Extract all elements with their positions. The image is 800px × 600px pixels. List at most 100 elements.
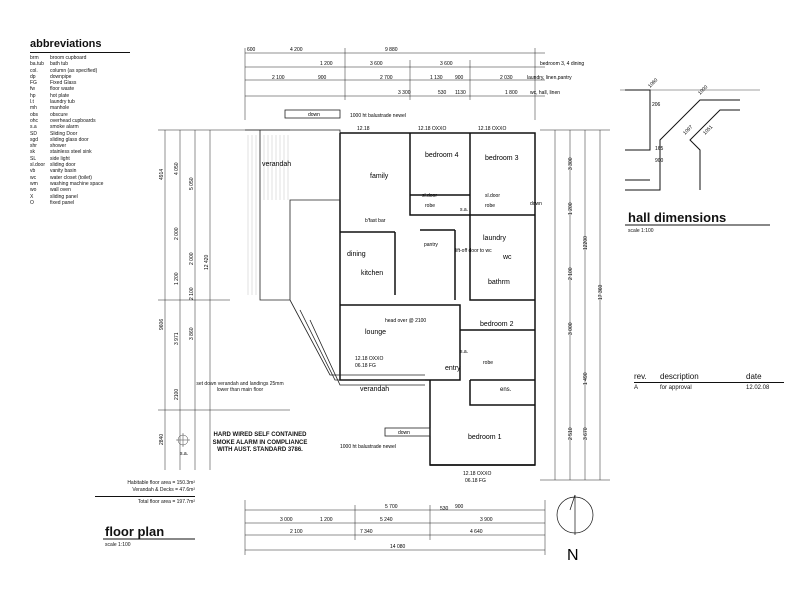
dim-bottom-i: 530 bbox=[440, 506, 449, 512]
abbreviation-key: l.t bbox=[30, 99, 34, 106]
abbreviation-row: SL side light bbox=[30, 156, 130, 162]
abbreviation-key: O bbox=[30, 199, 34, 206]
smoke-alarm-entry: s.a. bbox=[460, 349, 468, 355]
window-bedroom3: 12.18 OXXO bbox=[478, 126, 506, 132]
hall-dimensions-scale: scale 1:100 bbox=[628, 228, 654, 234]
abbreviation-key: sl.door bbox=[30, 162, 46, 169]
dim-top-f: 2 100 bbox=[272, 75, 285, 81]
robe-bedroom4: robe bbox=[425, 203, 435, 209]
description-col-header: description bbox=[660, 372, 699, 381]
abbreviation-meaning: bath tub bbox=[50, 61, 69, 68]
abbreviation-key: col. bbox=[30, 67, 38, 74]
dim-top-i: 1 130 bbox=[430, 75, 443, 81]
dim-right-a: 3 300 bbox=[568, 157, 574, 170]
hall-dim-3: 206 bbox=[652, 102, 661, 108]
abbreviation-key: wc bbox=[30, 174, 37, 181]
revision-header: rev. description date bbox=[634, 372, 784, 383]
dim-left-j: 3 971 bbox=[174, 332, 180, 345]
set-down-note: set down verandah and landings 25mm lowe… bbox=[196, 381, 284, 393]
dim-top-d: 3 600 bbox=[440, 61, 453, 67]
dim-right-f: 3 670 bbox=[583, 427, 589, 440]
room-verandah-front: verandah bbox=[360, 386, 389, 393]
dim-bottom-e: 3 900 bbox=[480, 517, 493, 523]
abbreviation-meaning: column (as specified) bbox=[50, 67, 98, 74]
abbreviation-meaning: overhead cupboards bbox=[50, 117, 96, 124]
abbreviation-key: s.a bbox=[30, 124, 37, 131]
abbreviation-key: mh bbox=[30, 105, 37, 112]
dim-top-b: 1 200 bbox=[320, 61, 333, 67]
dim-right-i: 17 360 bbox=[598, 284, 604, 300]
dim-top-600: 600 bbox=[247, 47, 256, 53]
dim-top-p: 1 800 bbox=[505, 90, 518, 96]
dim-top-q: wc, hall, linen bbox=[530, 90, 560, 96]
abbreviation-row: col. column (as specified) bbox=[30, 68, 130, 74]
dim-bottom-c: 1 200 bbox=[320, 517, 333, 523]
abbreviation-meaning: laundry tub bbox=[50, 99, 75, 106]
floor-plan-scale: scale 1:100 bbox=[105, 542, 131, 548]
abbreviation-key: SL bbox=[30, 155, 37, 162]
abbreviation-meaning: Sliding Door bbox=[50, 130, 78, 137]
dim-bottom-b: 3 000 bbox=[280, 517, 293, 523]
room-dining: dining bbox=[347, 251, 366, 258]
room-laundry: laundry bbox=[483, 235, 506, 242]
abbreviation-meaning: side light bbox=[50, 155, 70, 162]
dim-top-m: 3 300 bbox=[398, 90, 411, 96]
abbreviation-key: wo bbox=[30, 187, 37, 194]
dim-left-b: 4 050 bbox=[174, 162, 180, 175]
dim-right-j: 12200 bbox=[583, 236, 589, 250]
dim-top-l: laundry, linen,pantry bbox=[527, 75, 572, 81]
deck-boards bbox=[247, 135, 289, 295]
robe-bedroom3: robe bbox=[485, 203, 495, 209]
abbreviation-key: shr bbox=[30, 143, 37, 150]
window-bedroom4: 12.18 OXXO bbox=[418, 126, 446, 132]
revision-row: A for approval 12.02.08 bbox=[634, 383, 784, 391]
abbreviation-key: dp bbox=[30, 73, 36, 80]
hall-dim-4: 1097 bbox=[682, 124, 694, 136]
window-family: 12.18 bbox=[357, 126, 370, 132]
verandah-decks bbox=[245, 109, 431, 437]
dim-right-e: 1 490 bbox=[583, 372, 589, 385]
abbreviation-meaning: Fixed Glass bbox=[50, 80, 77, 87]
abbreviation-key: obs bbox=[30, 111, 39, 118]
floor-areas: Habitable floor area = 150.3m² Verandah … bbox=[95, 480, 195, 506]
dim-left-d: 2 000 bbox=[174, 227, 180, 240]
room-bedroom-4: bedroom 4 bbox=[425, 152, 459, 159]
dim-left-c: 5 050 bbox=[189, 177, 195, 190]
dim-right-b: 1 200 bbox=[568, 202, 574, 215]
balustrade-bottom-label: 1000 ht balustrade newel bbox=[340, 444, 396, 450]
dim-top-e: bedroom 3, 4 dining bbox=[540, 61, 584, 67]
head-over-label: head over @ 2100 bbox=[385, 318, 426, 324]
dim-right-d: 3 000 bbox=[568, 322, 574, 335]
floor-plan-title: floor plan bbox=[105, 524, 165, 539]
dim-top-o: 1130 bbox=[455, 90, 466, 96]
hall-dim-6: 1000 bbox=[697, 84, 709, 96]
dim-left-k: 3 860 bbox=[189, 327, 195, 340]
dim-bottom-h: 4 640 bbox=[470, 529, 483, 535]
abbreviations-rule bbox=[30, 52, 130, 53]
hall-dim-5: 165 bbox=[655, 146, 664, 152]
room-wc: wc bbox=[502, 254, 512, 261]
abbreviation-meaning: wall oven bbox=[50, 187, 71, 194]
smoke-alarm-hall: s.a. bbox=[460, 207, 468, 213]
window-bedroom1: 12.18 OXXO bbox=[463, 471, 491, 477]
abbreviation-meaning: shower bbox=[50, 143, 67, 150]
down-label-bottom: down bbox=[398, 430, 410, 436]
room-lounge: lounge bbox=[365, 329, 386, 336]
hall-detail-drawing bbox=[620, 89, 760, 191]
verandah-area: Verandah & Decks = 47.6m² bbox=[132, 487, 195, 493]
abbreviation-key: vb bbox=[30, 168, 36, 175]
abbreviation-meaning: fixed panel bbox=[50, 199, 75, 206]
